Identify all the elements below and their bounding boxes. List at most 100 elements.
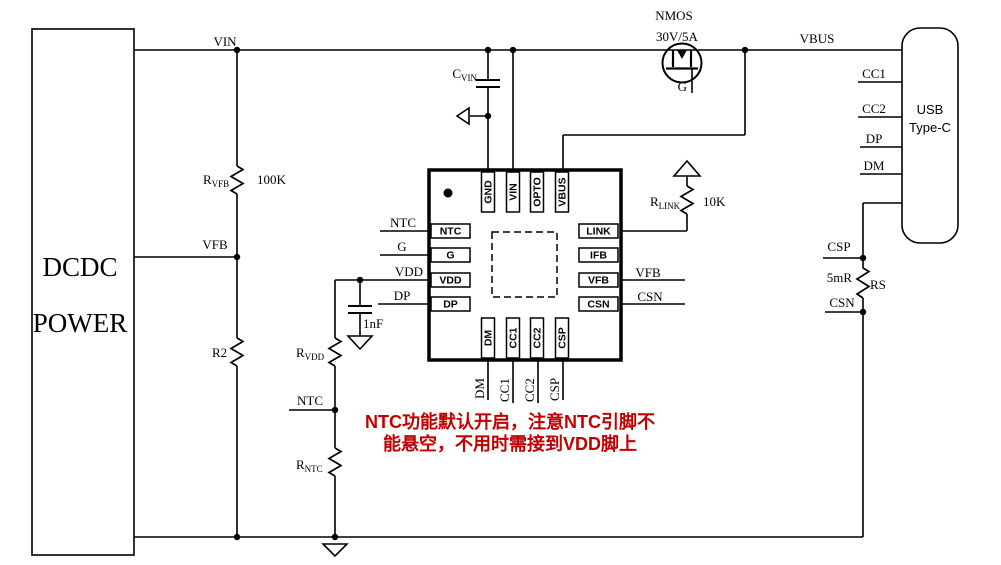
ic-pin-csn [578,296,619,312]
junction-dot [233,46,241,54]
junction-dot [859,254,867,262]
ic-pin-vfb-label: VFB [588,275,609,287]
ic-pin-csp-label: CSP [557,327,569,349]
nmos-terminals [666,50,698,70]
usb-pin-cc2-label: CC2 [862,101,886,116]
net-label-vin: VIN [213,34,237,49]
ic-pin1-dot [443,188,453,198]
ic-pin-gnd [480,171,496,213]
capacitor-cvin [476,79,500,88]
ic-pin-ntc [430,223,471,239]
ic-pin-vbus-label: VBUS [557,177,569,206]
cvin-label: CVIN [452,66,477,83]
usb-pin-dm-label: DM [864,158,885,173]
ground-icon [321,543,349,558]
nmos-body-circle [661,42,703,84]
rs-label: RS [870,277,886,292]
junction-dot [356,276,364,284]
resistor-rvdd [327,337,343,367]
ic-pin-cc1 [505,317,521,359]
rs-value: 5mR [827,270,853,285]
net-label-cc1-bottom: CC1 [497,378,512,402]
r2-label: R2 [212,345,227,360]
usb-pin-dp-label: DP [866,131,883,146]
ic-thermal-pad [491,231,558,298]
net-label-cc2-bottom: CC2 [522,378,537,402]
nmos-transistor [661,42,703,93]
rvfb-value: 100K [257,172,287,187]
ic-pin-vfb [578,272,619,288]
resistor-rlink [679,185,695,215]
ic-pin-vin [505,171,521,213]
junction-dot [484,46,492,54]
capacitor-1nf [348,305,372,314]
rlink-label: RLINK [650,194,681,211]
ic-pin-csn-label: CSN [587,299,609,311]
dcdc-box [31,28,135,556]
net-label-ntc-bottom: NTC [297,393,323,408]
ntc-note-line2: 能悬空，不用时需接到VDD脚上 [383,433,637,454]
ic-pin-g [430,247,471,263]
ic-pin-dm-label: DM [483,330,495,347]
net-label-ntc: NTC [390,215,416,230]
ic-pin-g-label: G [446,250,454,262]
ic-pin-vin-label: VIN [508,183,520,201]
ic-pin-vdd [430,272,471,288]
usb-type-c-connector: USB Type-C CC1 CC2 DP DM [862,27,959,244]
ic-pin-cc1-label: CC1 [508,327,520,348]
ic-pin-opto-label: OPTO [532,177,544,207]
net-label-vbus: VBUS [800,31,835,46]
net-arrow-left-icon [455,106,470,126]
supply-arrow-up-icon [672,159,702,177]
ic-chip: GND VIN OPTO VBUS NTC G VDD DP LINK IFB … [427,168,623,362]
rvdd-label: RVDD [296,345,325,362]
ic-pin-ntc-label: NTC [440,226,462,238]
ic-pin-dp [430,296,471,312]
net-label-g: G [397,239,406,254]
net-label-dm-bottom: DM [472,378,487,399]
ic-pin-vbus [554,171,570,213]
ic-pin-gnd-label: GND [483,180,495,204]
nmos-gate-label: G [678,79,687,94]
usb-label-line1: USB [917,102,944,117]
usb-box [901,27,959,244]
dcdc-label-line1: DCDC [42,252,117,282]
ntc-note-line1: NTC功能默认开启，注意NTC引脚不 [365,411,655,432]
rvfb-label: RVFB [203,172,229,189]
ic-pin-csp [554,317,570,359]
junction-dot [233,253,241,261]
ic-pin-vdd-label: VDD [439,275,462,287]
ic-pin-dp-label: DP [443,299,458,311]
junction-dot [331,406,339,414]
rntc-label: RNTC [296,457,323,474]
net-label-csn-right: CSN [637,289,663,304]
wire-net [134,49,902,538]
dcdc-power-block: DCDC POWER [31,28,135,556]
resistor-r2 [229,337,245,367]
resistor-rvfb [229,165,245,195]
resistor-rs [855,267,871,299]
ic-pin-cc2 [529,317,545,359]
ic-pin-opto [529,171,545,213]
dcdc-label-line2: POWER [33,308,128,338]
nmos-type-label: NMOS [655,8,693,23]
usb-label-line2: Type-C [909,120,951,135]
ic-pin-link-label: LINK [586,226,611,238]
net-label-csp: CSP [827,239,850,254]
ic-pin-ifb-label: IFB [590,250,607,262]
rlink-value: 10K [703,194,726,209]
junction-dot [509,46,517,54]
junction-dot [331,533,339,541]
net-label-dp: DP [394,288,411,303]
junction-dot [859,308,867,316]
net-label-csp-bottom: CSP [547,378,562,401]
junction-dot [484,112,492,120]
ic-pin-ifb [578,247,619,263]
c1nf-value: 1nF [363,316,383,331]
junction-dot [741,46,749,54]
nmos-rating-label: 30V/5A [656,29,699,44]
net-label-vfb: VFB [202,237,228,252]
ic-pin-cc2-label: CC2 [532,327,544,348]
